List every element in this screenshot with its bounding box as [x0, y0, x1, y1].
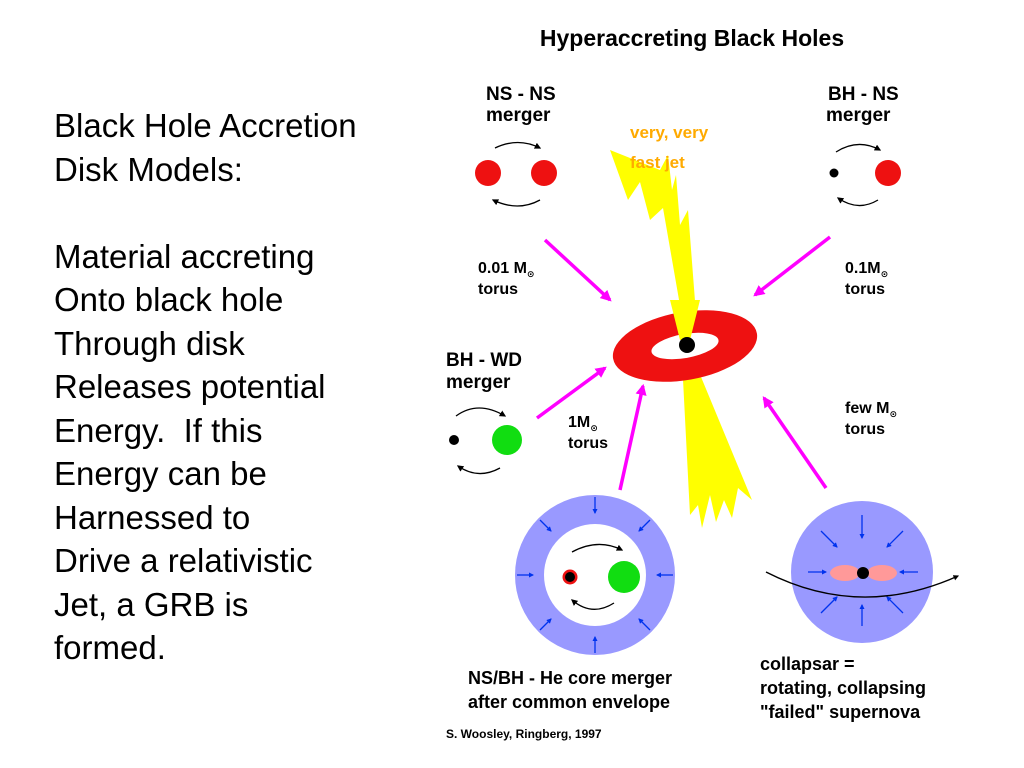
slide-text-line: Material accreting	[54, 237, 315, 275]
envelope-infall-arrows	[517, 497, 673, 653]
jet-label: fast jet	[630, 153, 685, 172]
ns-ns-torus-mass: 0.01 M⊙	[478, 260, 534, 279]
orbit-arrow	[571, 599, 615, 610]
slide-body-text: Black Hole Accretion Disk Models: Materi…	[54, 104, 434, 670]
bh-wd-torus-label: torus	[568, 435, 608, 452]
orbit-arrow	[455, 407, 507, 417]
slide-text-line: Releases potential	[54, 368, 326, 405]
infall-arrow	[762, 396, 828, 489]
bh-ns-torus-label: torus	[845, 281, 885, 298]
central-black-hole	[679, 337, 695, 353]
ns-ns-merger-title: merger	[486, 105, 551, 126]
bh-wd-torus-mass: 1M⊙	[568, 414, 598, 433]
bh-wd-merger-title: BH - WD	[446, 350, 522, 371]
slide-text-line: Onto black hole	[54, 281, 284, 318]
relativistic-jet-upper	[610, 150, 698, 340]
relativistic-jet-core	[670, 300, 700, 340]
collapsar-caption: collapsar =	[760, 654, 855, 674]
black-hole	[829, 168, 839, 178]
slide-text-line: Through disk	[54, 324, 245, 362]
black-hole	[449, 435, 459, 445]
relativistic-jet-lower	[682, 360, 752, 528]
figure-credit: S. Woosley, Ringberg, 1997	[446, 727, 602, 741]
neutron-star	[531, 160, 557, 186]
slide-text-line: Energy can be	[54, 455, 267, 492]
he-core-caption: after common envelope	[468, 692, 670, 712]
white-dwarf	[492, 425, 522, 455]
collapse-infall-arrows	[808, 515, 918, 626]
orbit-arrow	[835, 143, 882, 153]
slide-text-line: Energy. If this	[54, 411, 263, 449]
orbit-arrow	[456, 465, 501, 475]
ns-bh-core-center	[565, 572, 575, 582]
bh-wd-merger-title: merger	[446, 372, 511, 393]
orbit-arrow	[491, 199, 541, 207]
slide-text-line: Drive a relativistic	[54, 542, 313, 579]
infall-arrow	[618, 383, 647, 491]
slide-text-line: formed.	[54, 629, 166, 666]
infall-arrow	[753, 235, 832, 297]
collapsar-torus-mass: few M⊙	[845, 400, 897, 419]
ns-ns-merger-title: NS - NS	[486, 84, 556, 105]
collapsar-torus	[830, 565, 860, 581]
collapsar-torus-label: torus	[845, 421, 885, 438]
bh-ns-merger-title: BH - NS	[828, 84, 899, 105]
collapsar-black-hole	[857, 567, 869, 579]
bh-ns-torus-mass: 0.1M⊙	[845, 260, 888, 279]
collapsar-caption: rotating, collapsing	[760, 678, 926, 698]
neutron-star	[475, 160, 501, 186]
collapsar-torus	[867, 565, 897, 581]
infall-arrow	[535, 366, 607, 420]
neutron-star	[875, 160, 901, 186]
jet-label: very, very	[630, 123, 709, 142]
infall-arrow	[543, 238, 612, 302]
diagram-title: Hyperaccreting Black Holes	[540, 25, 844, 51]
slide-text-line: Black Hole Accretion	[54, 107, 357, 144]
he-core-caption: NS/BH - He core merger	[468, 668, 672, 688]
slide-text-line: Harnessed to	[54, 498, 251, 536]
ns-ns-torus-label: torus	[478, 281, 518, 298]
slide-text-line: Jet, a GRB is	[54, 585, 249, 623]
orbit-arrow	[836, 197, 879, 207]
collapsar-caption: "failed" supernova	[760, 702, 921, 722]
bh-ns-merger-title: merger	[826, 105, 891, 126]
helium-core	[608, 561, 640, 593]
rotation-arrow	[765, 571, 960, 598]
orbit-arrow	[571, 543, 624, 553]
slide-text-line: Disk Models:	[54, 150, 243, 188]
orbit-arrow	[494, 141, 542, 149]
